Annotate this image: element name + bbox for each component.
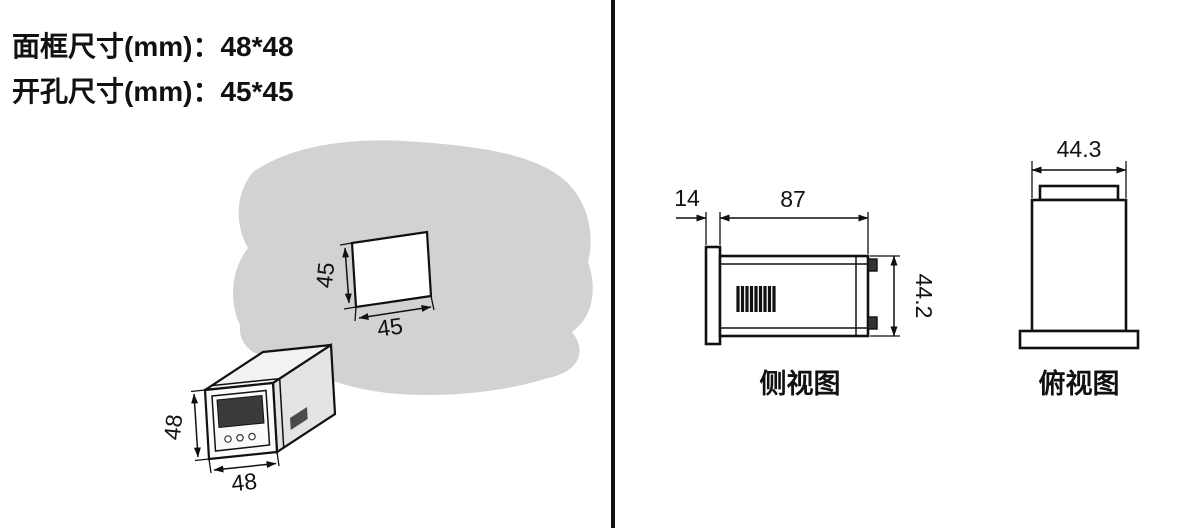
bezel-step-side [278,378,285,448]
cutout-width-ext-right [430,295,435,311]
flange-depth-dim: 14 [674,185,700,211]
display-window [216,394,265,429]
side-view: 14 87 44.2 侧视图 [674,185,937,399]
cutout-size-label: 开孔尺寸(mm)：45*45 [12,76,294,107]
side-flange [704,245,722,346]
box-width-ext-right [276,451,280,467]
front-button-3 [248,432,256,441]
cutout-height-dim: 45 [311,261,340,289]
panel-cutout-view: 45 45 [233,140,593,396]
side-body [718,254,870,338]
vent-grille [736,286,776,312]
top-front-flange [1018,329,1140,350]
side-view-title: 侧视图 [760,369,841,399]
terminal-tab-top [867,258,878,272]
top-view: 44.3 俯视图 [1018,136,1140,399]
box-height-dim: 48 [159,413,188,441]
header: 面框尺寸(mm)：48*48 开孔尺寸(mm)：45*45 [12,31,294,107]
cutout-hole [350,230,433,309]
front-button-2 [236,433,244,442]
frame-size-label: 面框尺寸(mm)：48*48 [12,31,294,62]
front-bezel-inner [211,389,271,452]
box-width-ext-left [208,458,212,474]
side-height-dim: 44.2 [911,274,937,319]
cutout-height-dimline [342,247,352,304]
cutout-width-dimline [358,304,432,321]
body-depth-dim: 87 [780,186,806,212]
box-width-dimline [213,461,277,473]
bezel-step-top [211,377,280,387]
top-view-title: 俯视图 [1039,368,1120,399]
top-rear-cap [1038,184,1120,202]
top-width-dim: 44.3 [1057,136,1102,162]
top-body [1030,198,1128,333]
terminal-tab-bottom [867,316,878,330]
box-width-dim: 48 [230,468,258,497]
side-label-patch [290,407,308,430]
box-height-ext-bottom [194,458,210,462]
cutout-height-ext-bottom [343,306,357,310]
box-height-ext-top [190,389,206,393]
instrument-3d-view: 48 48 [159,343,337,497]
cutout-width-dim: 45 [375,312,404,341]
cutout-height-ext-top [339,242,353,246]
cutout-width-ext-left [354,306,357,322]
box-height-dimline [191,393,201,458]
front-button-1 [224,435,232,443]
